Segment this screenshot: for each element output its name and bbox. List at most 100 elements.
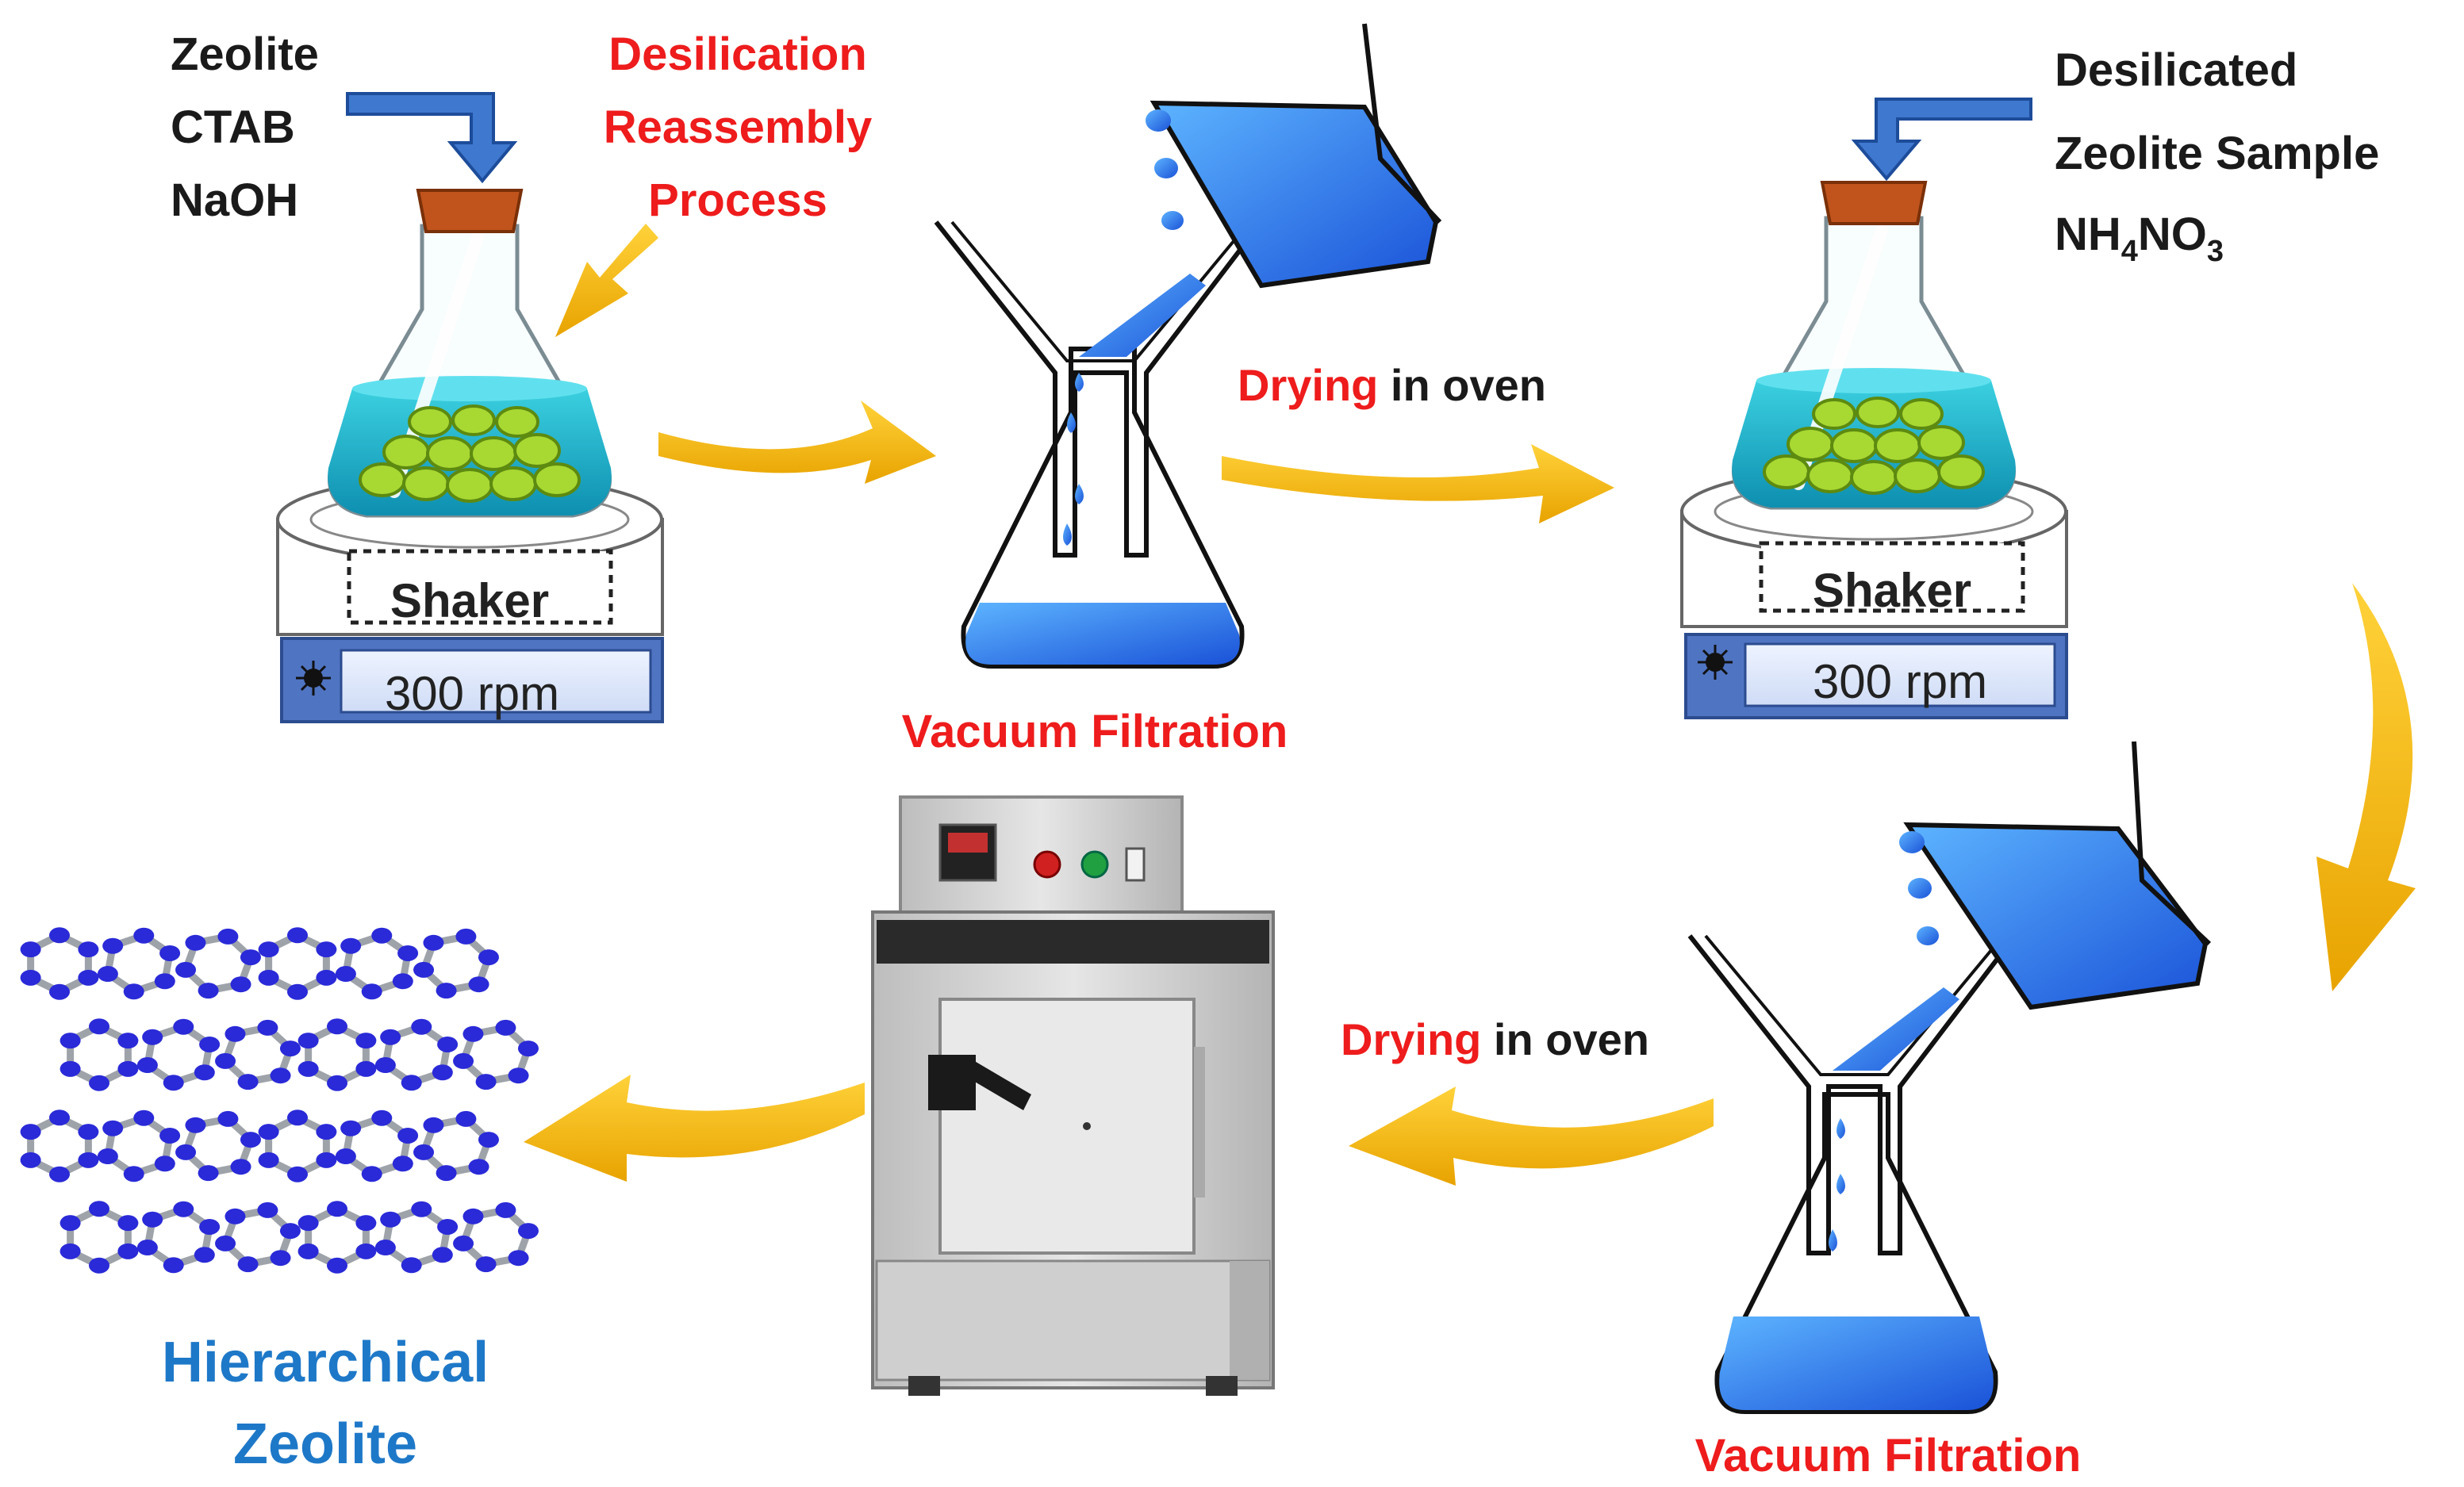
drying-1-highlight: Drying	[1238, 360, 1378, 410]
framework-atom	[78, 1124, 99, 1140]
framework-atom	[279, 1041, 301, 1057]
step1-input-naoh: NaOH	[171, 174, 298, 226]
framework-atom	[287, 1166, 308, 1182]
pouring-beaker-icon	[1146, 23, 1442, 289]
framework-atom	[163, 1257, 184, 1274]
framework-atom	[432, 1247, 453, 1263]
framework-atom	[240, 1132, 261, 1148]
framework-atom	[340, 1120, 362, 1136]
framework-atom	[355, 1033, 377, 1049]
reagent-sub2: 3	[2207, 235, 2224, 268]
process-arrow-5-icon	[524, 1075, 865, 1182]
framework-atom	[437, 1218, 459, 1235]
framework-atom	[159, 1127, 181, 1144]
framework-atom	[380, 1029, 401, 1045]
framework-atom	[374, 1240, 396, 1256]
step2-reagent: NH4NO3	[2055, 209, 2224, 268]
framework-atom	[159, 945, 181, 961]
process-arrow-2-icon	[1222, 444, 1614, 523]
zeolite-framework-icon	[20, 927, 539, 1274]
framework-atom	[475, 1256, 497, 1273]
framework-atom	[258, 941, 279, 958]
framework-atom	[163, 1075, 184, 1091]
framework-atom	[230, 1159, 251, 1175]
framework-atom	[327, 1201, 347, 1217]
filtration-1-label: Vacuum Filtration	[902, 706, 1288, 757]
step1-input-ctab: CTAB	[171, 102, 295, 153]
funnel-flask-1	[934, 220, 1264, 669]
reagent-prefix: NH	[2055, 209, 2121, 260]
framework-atom	[462, 1025, 484, 1042]
framework-atom	[117, 1060, 139, 1077]
framework-atom	[495, 1019, 516, 1036]
framework-atom	[468, 1159, 489, 1175]
framework-atom	[225, 1025, 246, 1042]
funnel-flask-2	[1687, 934, 2017, 1414]
framework-atom	[335, 966, 356, 983]
framework-atom	[97, 1148, 118, 1165]
framework-atom	[49, 1166, 70, 1182]
framework-atom	[495, 1201, 516, 1218]
framework-atom	[437, 1036, 459, 1052]
framework-atom	[194, 1247, 215, 1263]
framework-atom	[78, 1152, 99, 1168]
framework-atom	[117, 1033, 139, 1049]
framework-atom	[316, 1152, 337, 1168]
drying-2-highlight: Drying	[1341, 1014, 1481, 1064]
step1-input-zeolite: Zeolite	[171, 29, 319, 80]
drying-1-rest: in oven	[1378, 360, 1546, 410]
framework-atom	[136, 1240, 158, 1256]
framework-atom	[89, 1075, 109, 1091]
reagent-middle: NO	[2138, 209, 2207, 260]
framework-atom	[225, 1208, 246, 1224]
framework-atom	[411, 1201, 432, 1217]
framework-atom	[455, 1110, 477, 1127]
framework-atom	[297, 1033, 319, 1049]
shaker-2-label: Shaker	[1813, 564, 1971, 617]
framework-atom	[371, 927, 393, 944]
pointer-arrow-icon	[555, 224, 658, 337]
framework-atom	[240, 949, 261, 966]
framework-atom	[257, 1201, 278, 1218]
framework-atom	[237, 1074, 259, 1090]
framework-atom	[374, 1057, 396, 1074]
framework-atom	[97, 966, 118, 983]
framework-atom	[453, 1235, 474, 1251]
erlenmeyer-flask-icon	[328, 189, 612, 518]
drying-2-label: Drying in oven	[1341, 1014, 1649, 1064]
power-indicator-icon	[296, 661, 331, 696]
result-line1: Hierarchical	[162, 1331, 489, 1394]
framework-atom	[327, 1257, 347, 1274]
framework-atom	[401, 1257, 422, 1274]
framework-atom	[455, 928, 477, 945]
framework-atom	[123, 983, 144, 1000]
framework-atom	[270, 1067, 291, 1084]
framework-atom	[89, 1201, 109, 1217]
framework-atom	[258, 1152, 279, 1168]
framework-atom	[413, 961, 435, 978]
framework-atom	[327, 1075, 347, 1091]
framework-atom	[423, 1117, 444, 1133]
framework-atom	[287, 927, 308, 944]
framework-atom	[133, 927, 155, 944]
drying-1-label: Drying in oven	[1238, 360, 1546, 410]
reagent-sub1: 4	[2121, 235, 2138, 268]
framework-atom	[117, 1215, 139, 1232]
framework-atom	[215, 1052, 236, 1069]
framework-atom	[371, 1110, 393, 1126]
framework-atom	[380, 1211, 401, 1228]
framework-atom	[297, 1215, 319, 1232]
framework-atom	[78, 969, 99, 986]
framework-atom	[397, 945, 419, 961]
framework-atom	[49, 927, 70, 944]
step1-process-line1: Desilication	[608, 29, 867, 80]
speed-2-label: 300 rpm	[1813, 655, 1987, 708]
framework-atom	[59, 1243, 81, 1259]
framework-atom	[397, 1127, 419, 1144]
framework-atom	[49, 983, 70, 1000]
framework-atom	[136, 1057, 158, 1074]
framework-atom	[194, 1064, 215, 1081]
framework-atom	[20, 941, 41, 958]
framework-atom	[270, 1250, 291, 1267]
framework-atom	[335, 1148, 356, 1165]
